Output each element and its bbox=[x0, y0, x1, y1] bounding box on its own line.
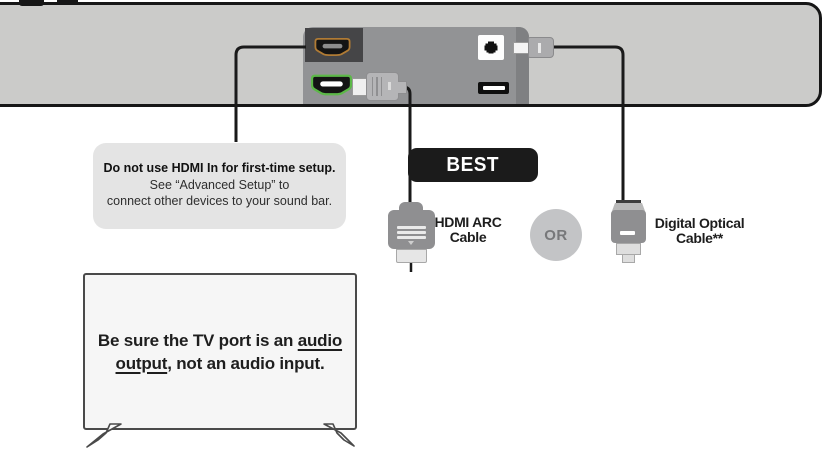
optical-connector-cap bbox=[612, 203, 645, 211]
or-badge: OR bbox=[530, 209, 582, 261]
optical-plug-tip bbox=[513, 42, 529, 54]
best-badge: BEST bbox=[408, 148, 538, 182]
hdmi-plug-ridge bbox=[371, 77, 374, 96]
hdmi-arc-connector-ridge bbox=[397, 226, 426, 229]
digital-optical-cable-label: Digital Optical Cable** bbox=[642, 216, 757, 246]
optical-connector-capline bbox=[616, 200, 641, 204]
hdmi-plug-ridge bbox=[380, 77, 383, 96]
hdmi-plug-mark bbox=[388, 82, 391, 90]
tv-note-line2: output, not an audio input. bbox=[115, 353, 325, 373]
hdmi-arc-cable-label-line2: Cable bbox=[449, 229, 487, 245]
soundbar-top-tab bbox=[19, 0, 44, 6]
digital-optical-label-line2: Cable** bbox=[676, 230, 723, 246]
best-badge-label: BEST bbox=[446, 153, 500, 176]
tv-note-text: Be sure the TV port is an audio output, … bbox=[98, 329, 342, 375]
hdmi-arc-connector-ridge bbox=[397, 236, 426, 239]
usb-slot bbox=[482, 86, 505, 90]
note-line1: Do not use HDMI In for first-time setup. bbox=[103, 161, 336, 175]
hdmi-plug-ridge bbox=[376, 77, 378, 96]
hdmi-in-warning-note: Do not use HDMI In for first-time setup.… bbox=[93, 143, 346, 229]
hdmi-arc-cable-label-line1: HDMI ARC bbox=[434, 214, 502, 230]
digital-optical-label-line1: Digital Optical bbox=[654, 215, 745, 231]
hdmi-arc-port-icon bbox=[311, 74, 352, 96]
soundbar-top-tab bbox=[57, 0, 78, 5]
tv: Be sure the TV port is an audio output, … bbox=[83, 273, 357, 430]
hdmi-arc-connector-tip bbox=[396, 249, 427, 263]
optical-port bbox=[478, 35, 504, 60]
optical-plug-mark bbox=[538, 43, 541, 53]
toslink-port-icon bbox=[484, 41, 498, 53]
optical-connector-icon bbox=[611, 210, 646, 243]
usb-port bbox=[478, 82, 509, 94]
hdmi-plug-neck bbox=[398, 81, 407, 94]
hdmi-in-port-icon bbox=[314, 38, 351, 56]
note-line3: connect other devices to your sound bar. bbox=[106, 194, 333, 208]
optical-connector-nub bbox=[622, 254, 635, 263]
hdmi-arc-connector-ridge bbox=[397, 231, 426, 234]
optical-connector-tip bbox=[616, 243, 641, 255]
note-line2: See “Advanced Setup” to bbox=[149, 177, 290, 192]
tv-note-line1: Be sure the TV port is an audio bbox=[97, 330, 343, 350]
hdmi-plug-tip bbox=[352, 78, 367, 96]
hdmi-arc-cable-label: HDMI ARC Cable bbox=[424, 215, 512, 245]
or-badge-label: OR bbox=[544, 226, 568, 244]
hdmi-arc-connector-arrow bbox=[408, 241, 414, 245]
optical-plug-icon bbox=[528, 37, 554, 58]
optical-connector-slot bbox=[620, 231, 635, 235]
